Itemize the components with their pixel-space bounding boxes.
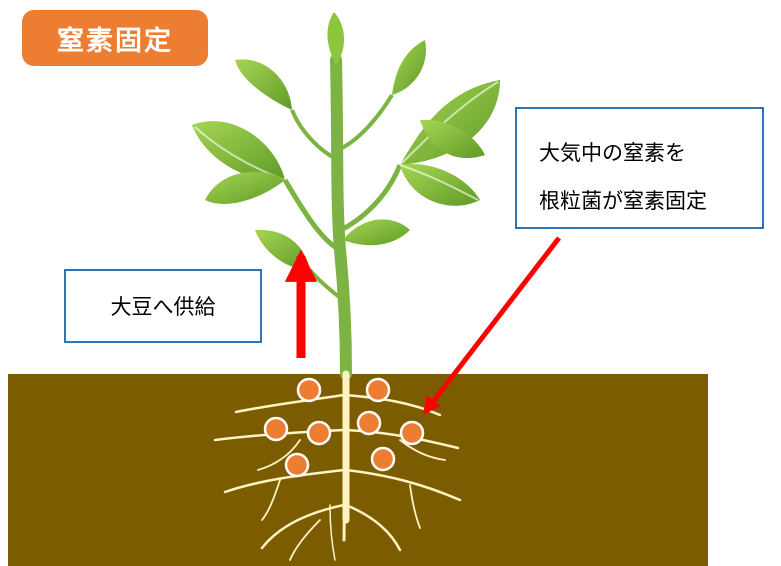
fixation-label-line2: 根粒菌が窒素固定 xyxy=(539,189,707,213)
root-nodule xyxy=(284,452,310,478)
leaf xyxy=(343,219,410,246)
root-nodule xyxy=(306,420,332,446)
root-nodules xyxy=(263,377,425,478)
root-nodule xyxy=(296,377,322,403)
leaf xyxy=(420,119,485,159)
soil xyxy=(8,374,708,566)
page-title: 窒素固定 xyxy=(57,25,173,57)
leaf xyxy=(392,40,426,95)
root-nodule xyxy=(370,446,396,472)
root-nodule xyxy=(399,420,425,446)
fixation-callout: 大気中の窒素を 根粒菌が窒素固定 xyxy=(515,107,764,229)
supply-callout: 大豆へ供給 xyxy=(64,269,262,343)
leaf xyxy=(399,164,480,206)
title-badge: 窒素固定 xyxy=(22,10,208,66)
leaf xyxy=(235,59,292,110)
root-nodule xyxy=(356,410,382,436)
fixation-label-line1: 大気中の窒素を xyxy=(539,141,686,165)
leaf xyxy=(192,121,286,181)
supply-label: 大豆へ供給 xyxy=(110,295,216,319)
root-nodule xyxy=(365,377,391,403)
soybean-plant xyxy=(192,12,500,380)
fixation-arrow xyxy=(422,236,561,415)
leaf xyxy=(205,171,285,204)
leaf xyxy=(399,80,500,166)
root-nodule xyxy=(263,416,289,442)
leaf xyxy=(327,12,345,65)
